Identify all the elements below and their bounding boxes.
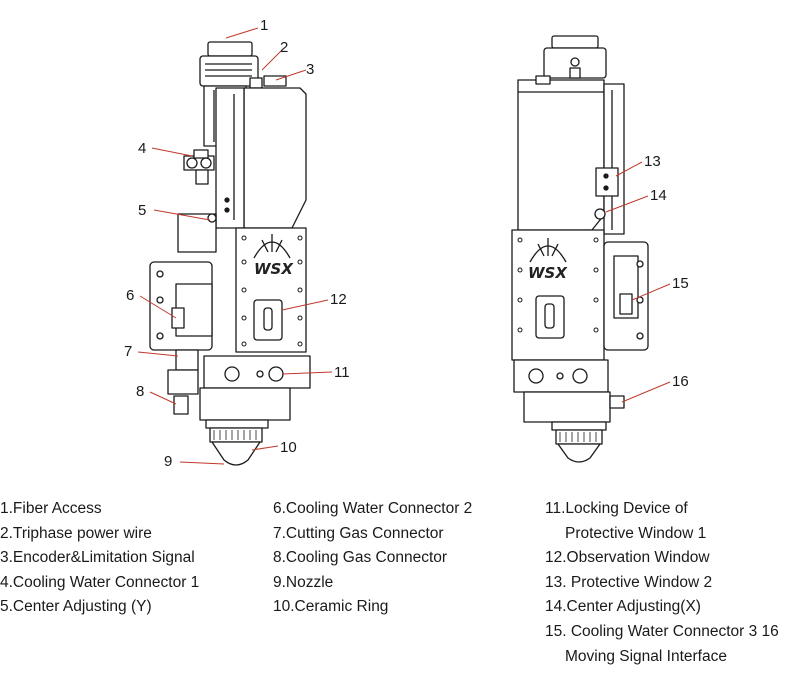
- legend-item: 5.Center Adjusting (Y): [0, 598, 152, 616]
- legend-column-3: 11.Locking Device of Protective Window 1…: [545, 497, 779, 669]
- callout-6: 6: [126, 287, 134, 304]
- wsx-logo-left: WSX: [253, 234, 294, 278]
- callout-10: 10: [280, 439, 297, 456]
- callout-9: 9: [164, 453, 172, 470]
- legend-item: 3.Encoder&Limitation Signal: [0, 549, 195, 567]
- wsx-logo-right: WSX: [528, 238, 568, 282]
- legend-item: 11.Locking Device of: [545, 500, 688, 517]
- legend-item: 1.Fiber Access: [0, 500, 102, 517]
- legend-item-continued: Moving Signal Interface: [565, 647, 727, 665]
- callout-2: 2: [280, 39, 288, 56]
- legend-item: 6.Cooling Water Connector 2: [273, 500, 473, 517]
- callout-numbers: 1 2 3 4 5 6 7 8 9 10 11 12 13 14 15 16: [124, 17, 689, 470]
- laser-head-diagram: WSX: [124, 17, 689, 470]
- legend-item-continued: Protective Window 1: [565, 524, 707, 542]
- callout-3: 3: [306, 61, 314, 78]
- callout-13: 13: [644, 153, 661, 170]
- callout-1: 1: [260, 17, 268, 34]
- legend-item: 15. Cooling Water Connector 3 16: [545, 622, 779, 640]
- callout-12: 12: [330, 291, 347, 308]
- callout-14: 14: [650, 187, 667, 204]
- callout-5: 5: [138, 202, 146, 219]
- callout-7: 7: [124, 343, 132, 360]
- legend-item: 12.Observation Window: [545, 549, 710, 567]
- callout-11: 11: [334, 364, 350, 381]
- legend-column-2: 6.Cooling Water Connector 2 7.Cutting Ga…: [273, 497, 472, 620]
- legend-item: 8.Cooling Gas Connector: [273, 549, 448, 567]
- legend-item: 13. Protective Window 2: [545, 573, 713, 591]
- svg-text:WSX: WSX: [254, 260, 294, 278]
- legend-item: 7.Cutting Gas Connector: [273, 524, 444, 542]
- laser-head-right-view: WSX: [511, 35, 649, 463]
- laser-head-left-view: WSX: [149, 41, 311, 466]
- legend-item: 10.Ceramic Ring: [273, 598, 389, 616]
- leader-lines: [137, 27, 671, 465]
- legend-item: 2.Triphase power wire: [0, 524, 152, 542]
- legend-item: 4.Cooling Water Connector 1: [0, 573, 200, 591]
- legend-item: 9.Nozzle: [273, 573, 334, 591]
- callout-16: 16: [672, 373, 689, 390]
- callout-4: 4: [138, 140, 146, 157]
- legend-item: 14.Center Adjusting(X): [545, 598, 701, 616]
- legend-column-1: 1.Fiber Access 2.Triphase power wire 3.E…: [0, 497, 199, 620]
- svg-text:WSX: WSX: [528, 264, 568, 282]
- callout-8: 8: [136, 383, 144, 400]
- callout-15: 15: [672, 275, 689, 292]
